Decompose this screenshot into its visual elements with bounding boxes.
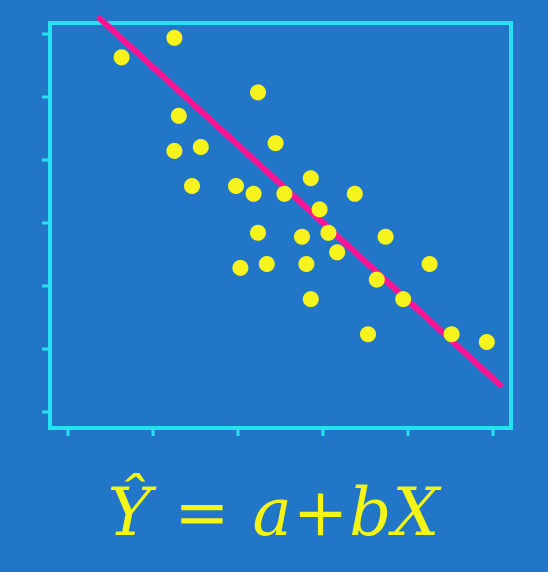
data-point (192, 139, 209, 155)
data-point (258, 256, 275, 272)
data-point (166, 29, 183, 46)
data-point (166, 142, 183, 159)
data-point (478, 334, 495, 350)
data-point (377, 228, 394, 245)
data-point (113, 49, 130, 66)
data-point (329, 244, 346, 261)
regression-line (96, 15, 503, 388)
data-point (184, 178, 200, 194)
data-points (113, 29, 495, 350)
data-point (267, 135, 284, 152)
data-point (294, 228, 310, 245)
data-point (360, 326, 376, 343)
data-point (421, 256, 438, 272)
data-point (298, 256, 315, 272)
data-point (250, 84, 266, 101)
data-point (276, 185, 293, 202)
plot-frame (48, 21, 513, 430)
y-axis-ticks (42, 32, 50, 414)
data-point (395, 291, 412, 308)
data-point (250, 224, 266, 241)
x-axis-ticks (66, 428, 495, 436)
scatter-chart (42, 15, 513, 436)
data-point (170, 107, 187, 124)
data-point (311, 201, 328, 218)
data-point (346, 185, 363, 202)
data-point (232, 259, 249, 276)
regression-formula: Ŷ = a+bX (107, 474, 441, 551)
data-point (443, 326, 460, 343)
data-point (302, 170, 319, 187)
data-point (368, 271, 385, 288)
data-point (228, 178, 244, 194)
data-point (245, 185, 262, 202)
data-point (320, 224, 337, 241)
data-point (302, 291, 319, 308)
